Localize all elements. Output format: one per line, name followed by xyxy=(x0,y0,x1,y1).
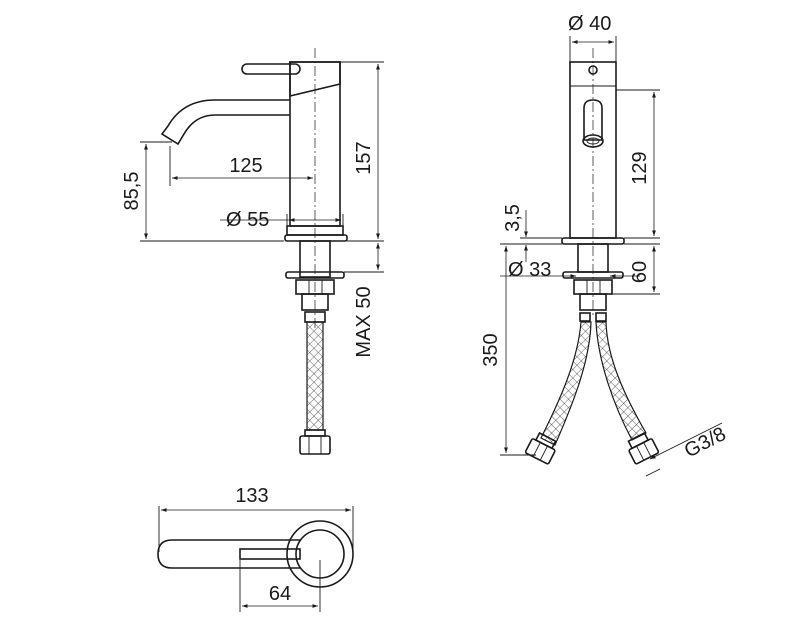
side-view: 125 85,5 Ø 55 157 MAX 50 xyxy=(121,48,384,455)
left-supply-hose xyxy=(540,321,592,446)
connection-thread-label: G3/8 xyxy=(681,423,730,462)
max-deck-thickness-label: MAX 50 xyxy=(353,286,375,357)
shank-diameter-label: Ø 33 xyxy=(508,259,551,281)
top-lever xyxy=(239,548,301,560)
spout-reach-label: 125 xyxy=(229,155,262,177)
top-view: 133 64 xyxy=(157,485,354,612)
base-plate xyxy=(284,234,348,242)
supply-hose xyxy=(306,321,324,431)
top-spout-outline xyxy=(157,539,300,569)
lever-length-label: 64 xyxy=(269,583,291,605)
left-hose-fitting xyxy=(524,431,557,465)
hose-length-label: 350 xyxy=(480,333,502,366)
spout xyxy=(160,99,290,146)
body-diameter-label: Ø 40 xyxy=(568,13,611,35)
shank xyxy=(299,240,331,278)
shank-length-label: 60 xyxy=(629,261,651,283)
spout-height-label: 85,5 xyxy=(121,172,143,211)
right-supply-hose xyxy=(595,321,647,441)
total-length-label: 133 xyxy=(235,485,268,507)
base-plate-thickness-label: 3,5 xyxy=(502,204,524,232)
hose-fitting xyxy=(304,429,326,437)
lever-handle xyxy=(241,63,301,75)
front-view: Ø 40 129 3,5 Ø 33 60 350 G3/8 xyxy=(480,13,730,477)
aerator-outlet xyxy=(583,99,603,141)
front-washer xyxy=(562,271,624,279)
right-hose-fitting xyxy=(627,431,660,465)
mounting-washer xyxy=(285,271,345,279)
total-height-label: 157 xyxy=(353,141,375,174)
base-diameter-label: Ø 55 xyxy=(226,209,269,231)
body-height-label: 129 xyxy=(629,151,651,184)
